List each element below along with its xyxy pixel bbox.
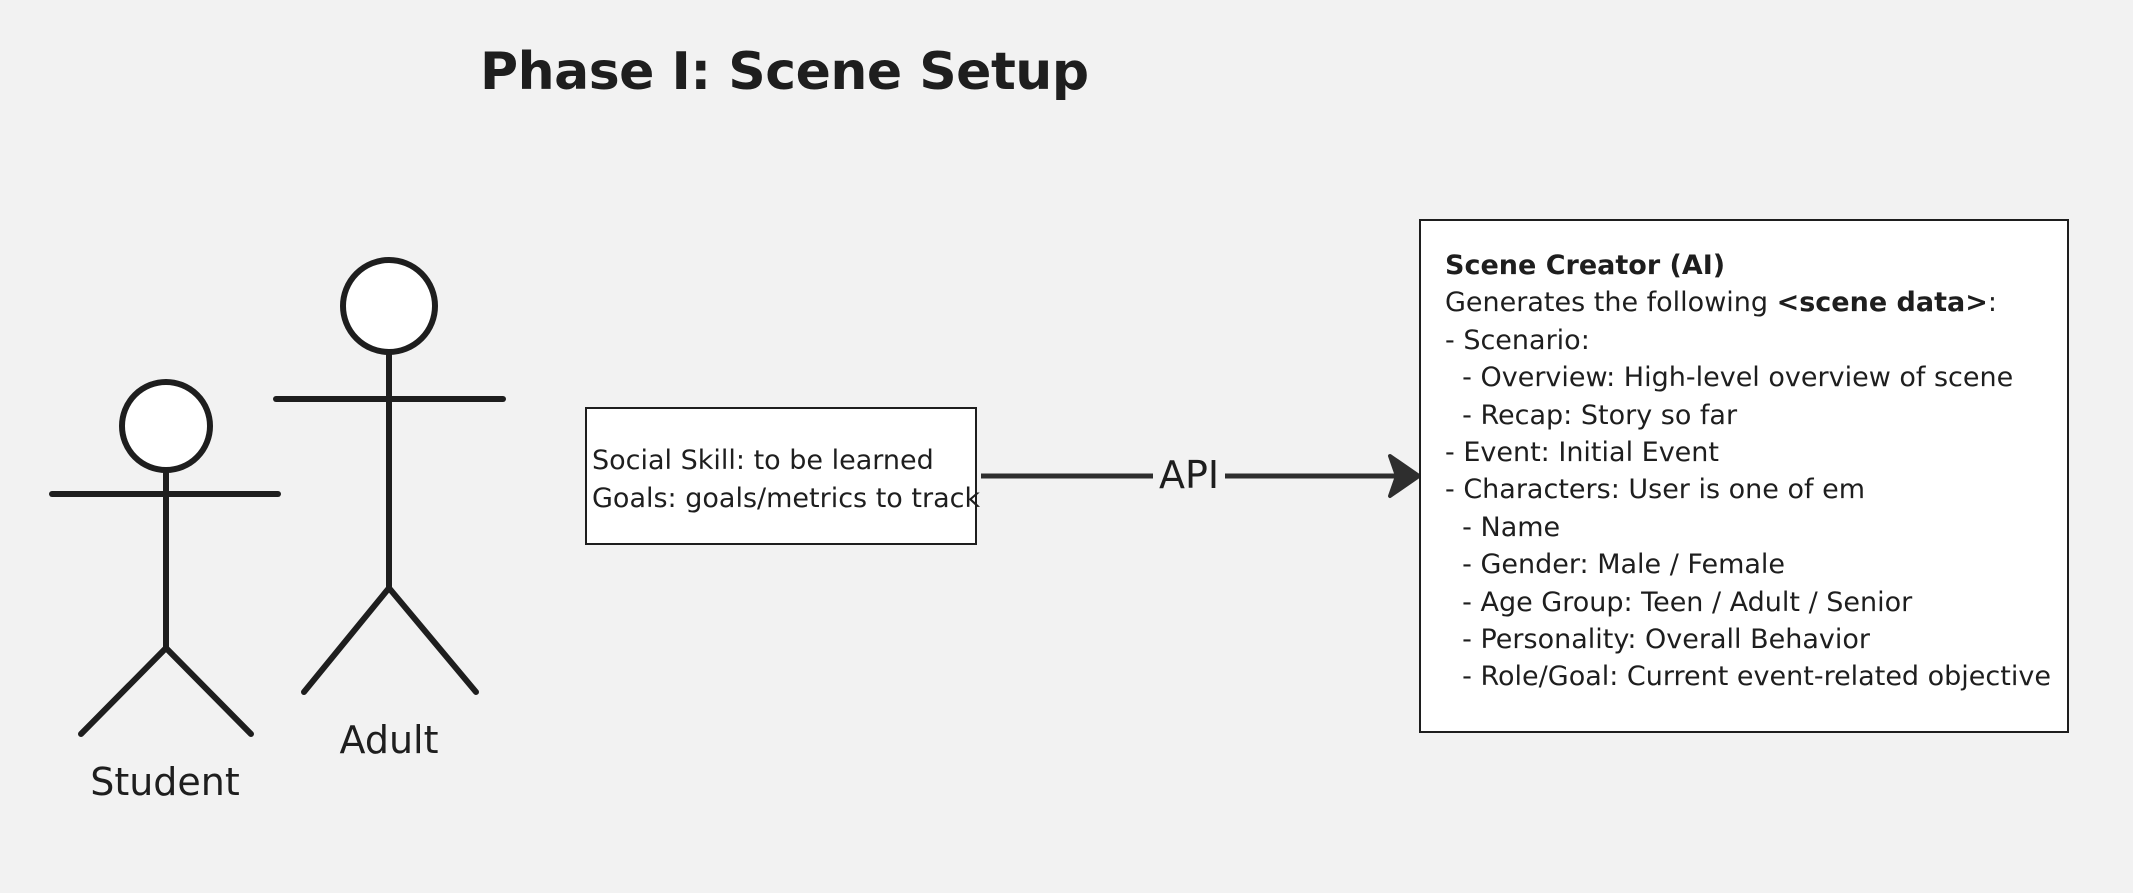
intro-prefix: Generates the following <box>1445 287 1777 319</box>
intro-suffix: : <box>1987 287 1997 319</box>
creator-line-personality: - Personality: Overall Behavior <box>1445 624 1871 656</box>
intro-scene-data: <scene data> <box>1776 287 1988 319</box>
adult-head <box>340 257 438 355</box>
student-figure <box>49 379 281 737</box>
input-line-goals: Goals: goals/metrics to track <box>592 483 981 514</box>
input-line-social-skill: Social Skill: to be learned <box>592 445 934 476</box>
student-right-leg <box>163 645 254 737</box>
adult-figure <box>273 257 506 695</box>
creator-line-age-group: - Age Group: Teen / Adult / Senior <box>1445 586 1913 618</box>
creator-line-overview: - Overview: High-level overview of scene <box>1445 362 2014 394</box>
page-title: Phase I: Scene Setup <box>480 42 1089 102</box>
creator-line-role-goal: - Role/Goal: Current event-related objec… <box>1445 661 2051 693</box>
skill-goals-box: Social Skill: to be learned Goals: goals… <box>585 407 981 545</box>
scene-creator-box: Scene Creator (AI) Generates the followi… <box>1419 219 2069 733</box>
creator-line-gender: - Gender: Male / Female <box>1445 549 1786 581</box>
creator-line-name: - Name <box>1445 511 1561 543</box>
student-head <box>119 379 213 473</box>
creator-line-recap: - Recap: Story so far <box>1445 399 1738 431</box>
scene-creator-intro: Generates the following <scene data>: <box>1445 284 2067 321</box>
arrow-right-icon <box>1388 454 1421 498</box>
adult-left-leg <box>301 585 392 695</box>
api-label: API <box>1153 453 1226 497</box>
scene-creator-title: Scene Creator (AI) <box>1445 250 1726 281</box>
student-left-leg <box>78 645 169 737</box>
adult-right-leg <box>386 585 479 695</box>
creator-line-characters: - Characters: User is one of em <box>1445 474 1865 506</box>
creator-line-scenario: - Scenario: <box>1445 324 1590 356</box>
adult-label: Adult <box>339 718 439 762</box>
creator-line-event: - Event: Initial Event <box>1445 437 1719 469</box>
student-label: Student <box>90 760 240 804</box>
